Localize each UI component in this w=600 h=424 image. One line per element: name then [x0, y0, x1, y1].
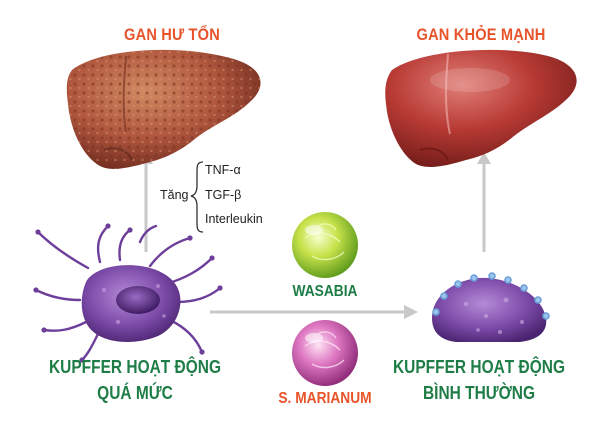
cytokine-interleukin: Interleukin — [205, 212, 263, 226]
normal-kupffer-line2: BÌNH THƯỜNG — [422, 383, 536, 403]
overactive-kupffer-line1: KUPFFER HOẠT ĐỘNG — [48, 357, 221, 377]
healthy-liver-title: GAN KHỎE MẠNH — [416, 25, 546, 44]
overactive-kupffer-cell-icon — [33, 223, 223, 363]
marianum-sphere-icon — [292, 320, 358, 386]
cytokine-tgf: TGF-β — [205, 188, 242, 202]
overactive-kupffer-label: KUPFFER HOẠT ĐỘNG QUÁ MỨC — [45, 354, 226, 406]
cytokine-brace — [190, 161, 204, 233]
normal-kupffer-line1: KUPFFER HOẠT ĐỘNG — [393, 357, 565, 377]
wasabia-label: WASABIA — [292, 283, 358, 300]
increase-label: Tăng — [160, 188, 189, 202]
overactive-kupffer-line2: QUÁ MỨC — [97, 383, 173, 403]
arrow-up-right — [477, 152, 491, 252]
cytokine-tnf: TNF-α — [205, 163, 241, 177]
damaged-liver-icon — [66, 49, 261, 169]
damaged-liver-title: GAN HƯ TỔN — [124, 25, 220, 44]
marianum-label: S. MARIANUM — [278, 390, 372, 407]
healthy-liver-icon — [385, 49, 577, 167]
normal-kupffer-label: KUPFFER HOẠT ĐỘNG BÌNH THƯỜNG — [389, 354, 570, 406]
arrow-horizontal — [210, 305, 418, 319]
wasabia-sphere-icon — [292, 212, 358, 278]
normal-kupffer-cell-icon — [432, 272, 550, 342]
